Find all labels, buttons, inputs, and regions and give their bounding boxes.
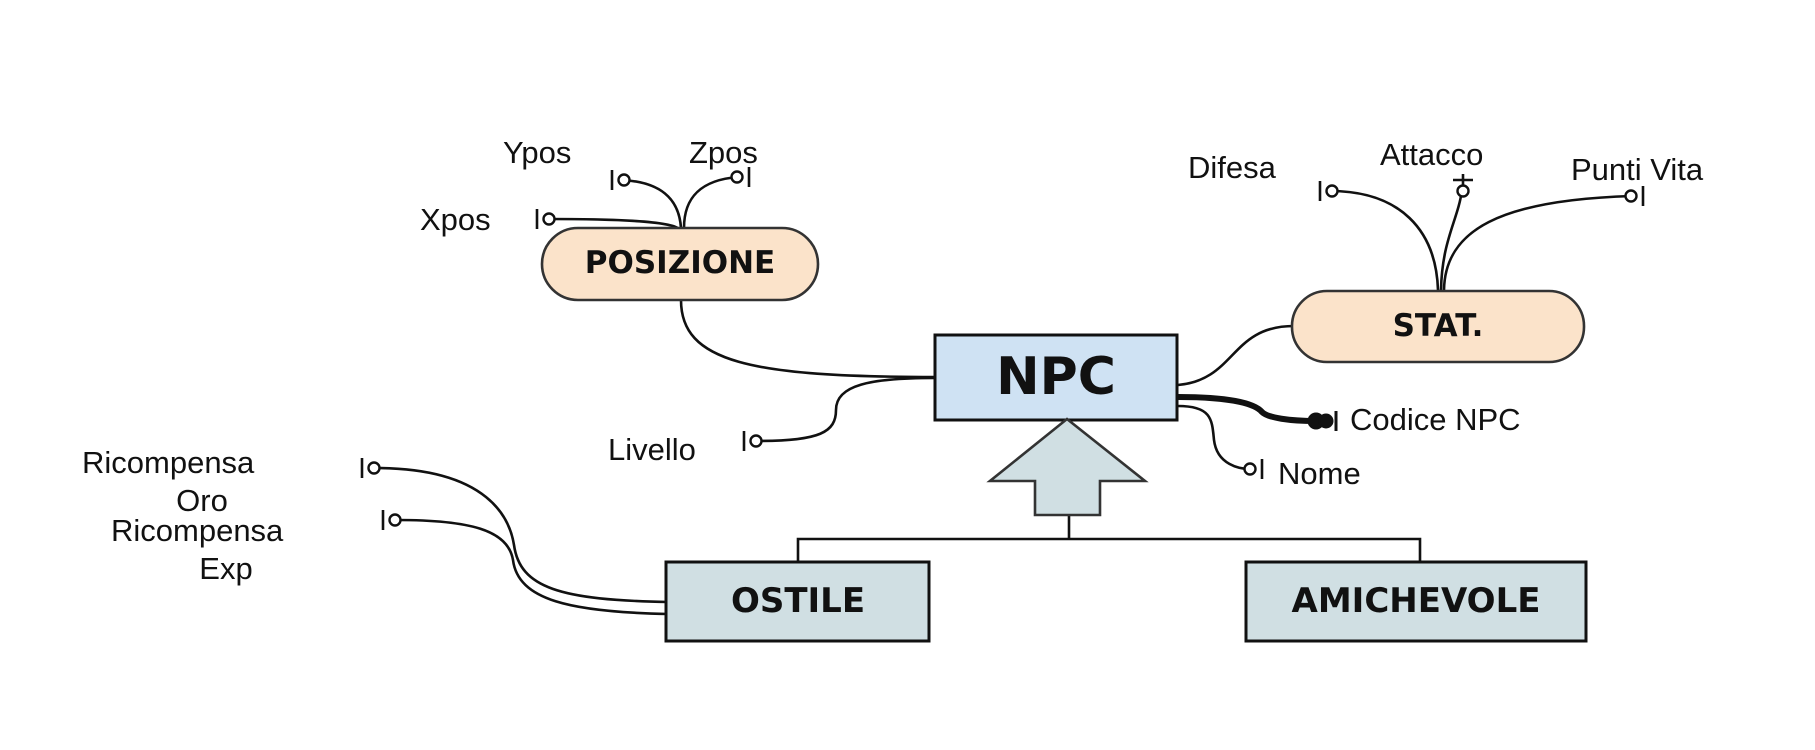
ypos-label: Ypos	[503, 135, 571, 170]
generalization-bar	[796, 537, 1422, 562]
amichevole-entity[interactable]: AMICHEVOLE	[1244, 560, 1588, 643]
ricompensa-exp-marker	[381, 510, 402, 530]
stat-npc-connector	[1177, 324, 1295, 387]
nome-label: Nome	[1278, 456, 1361, 491]
difesa-connector	[1329, 189, 1440, 291]
nome-marker	[1243, 459, 1264, 479]
attacco-label: Attacco	[1380, 137, 1483, 172]
ypos-connector	[621, 178, 683, 229]
attribute-markers	[360, 167, 1645, 530]
posizione-npc-connector	[679, 299, 936, 379]
zpos-marker	[730, 167, 751, 187]
xpos-marker	[535, 209, 556, 229]
stat-group[interactable]: STAT.	[1290, 289, 1586, 364]
codice-npc-connector	[1177, 394, 1317, 424]
stat-label: STAT.	[1393, 308, 1484, 344]
xpos-label: Xpos	[420, 202, 491, 237]
ricompensa-exp-label-line1: Ricompensa	[111, 513, 284, 548]
connectors	[374, 175, 1633, 616]
ricompensa-exp-connector	[395, 518, 669, 616]
zpos-label: Zpos	[689, 135, 758, 170]
posizione-group[interactable]: POSIZIONE	[540, 226, 820, 302]
livello-label: Livello	[608, 432, 696, 467]
livello-marker	[742, 431, 763, 451]
ostile-entity[interactable]: OSTILE	[664, 560, 931, 643]
generalization-arrow	[986, 417, 1149, 517]
punti-vita-connector	[1442, 194, 1633, 291]
codice-npc-label: Codice NPC	[1350, 402, 1521, 437]
ricompensa-oro-marker	[360, 458, 381, 478]
xpos-connector	[546, 217, 680, 231]
ricompensa-oro-label-line2: Oro	[176, 483, 228, 518]
zpos-connector	[682, 175, 739, 229]
attacco-marker	[1453, 174, 1473, 198]
codice-npc-marker	[1307, 411, 1338, 431]
ricompensa-oro-connector	[374, 466, 669, 604]
attribute-labels: Xpos Ypos Zpos Difesa Attacco Punti Vita…	[82, 135, 1704, 586]
posizione-label: POSIZIONE	[585, 245, 775, 281]
punti-vita-marker	[1624, 186, 1645, 206]
ostile-label: OSTILE	[731, 581, 865, 621]
punti-vita-label: Punti Vita	[1571, 152, 1704, 187]
npc-entity[interactable]: NPC	[933, 333, 1179, 422]
npc-label: NPC	[996, 347, 1116, 407]
ypos-marker	[610, 170, 631, 190]
amichevole-label: AMICHEVOLE	[1292, 581, 1541, 621]
difesa-label: Difesa	[1188, 150, 1277, 185]
ricompensa-oro-label-line1: Ricompensa	[82, 445, 255, 480]
ricompensa-exp-label-line2: Exp	[199, 551, 252, 586]
difesa-marker	[1318, 181, 1339, 201]
nome-connector	[1177, 404, 1251, 471]
attacco-connector	[1439, 189, 1464, 291]
livello-connector	[757, 376, 936, 443]
